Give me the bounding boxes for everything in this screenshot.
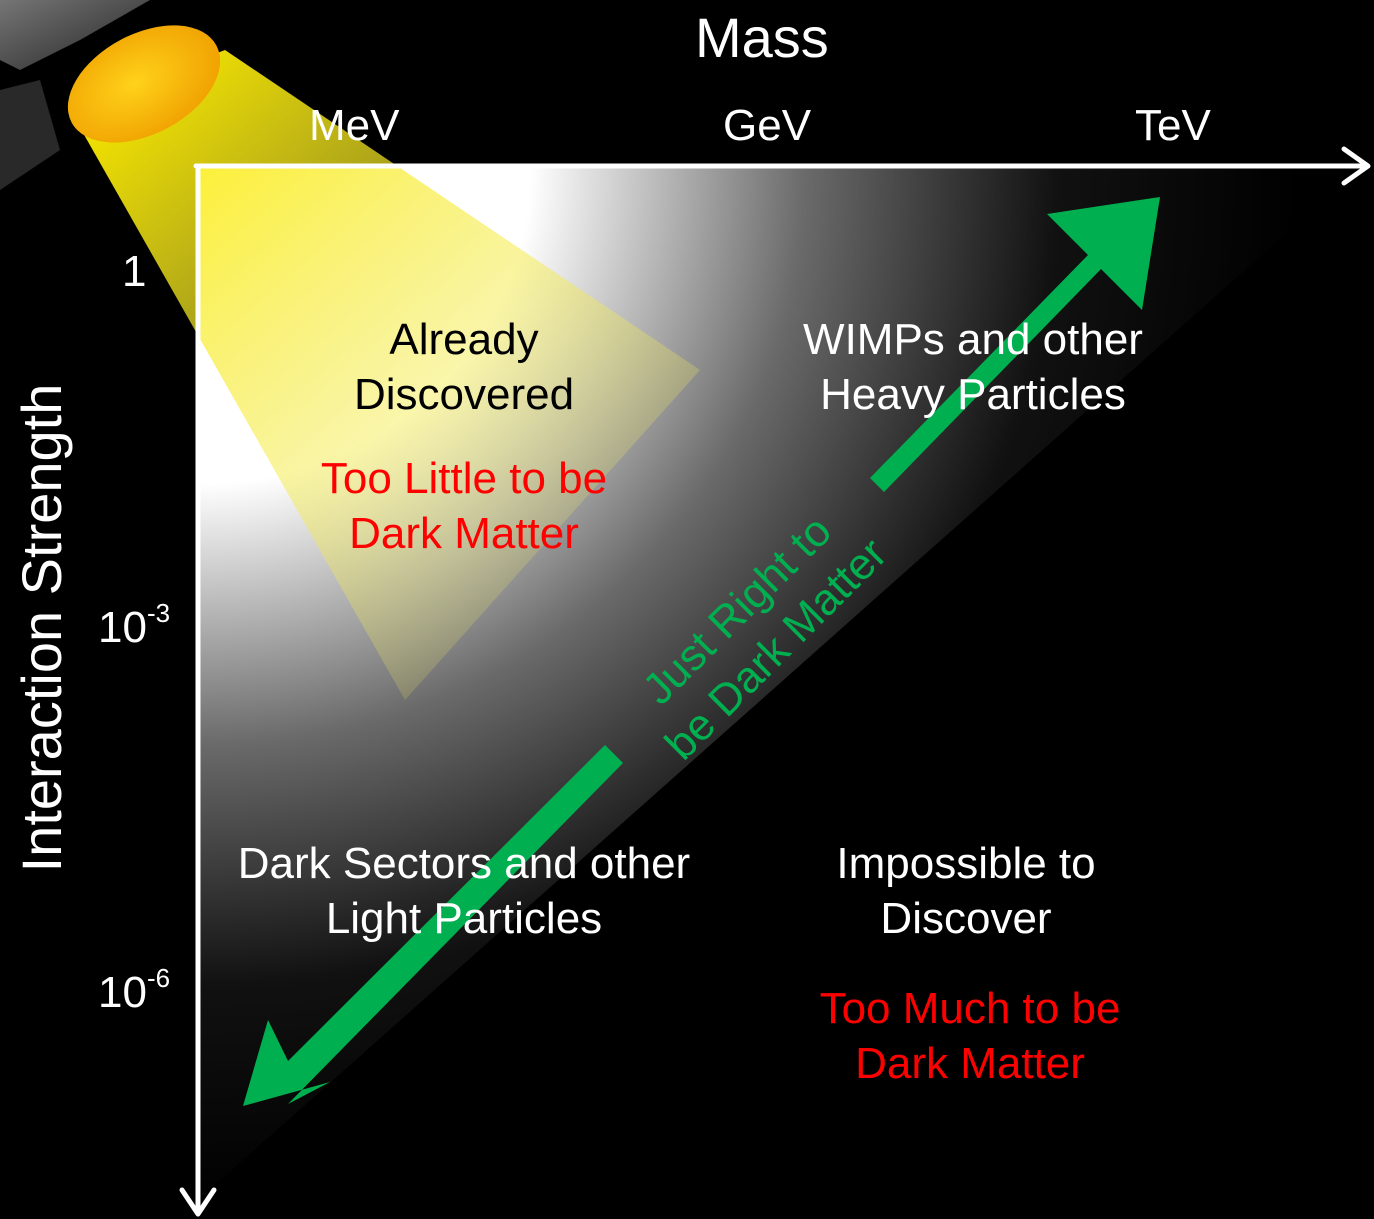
y-tick-1e-6-exponent: -6 bbox=[146, 963, 171, 993]
y-tick-1e-3: 10-3 bbox=[98, 600, 170, 650]
region-too-much-line-1: Too Much to be bbox=[819, 984, 1121, 1033]
x-tick-gev: GeV bbox=[723, 101, 812, 150]
region-too-little: Too Little to be Dark Matter bbox=[254, 452, 674, 561]
region-already-discovered-line-2: Discovered bbox=[353, 369, 575, 419]
region-already-discovered-line-1: Already bbox=[389, 315, 539, 364]
x-tick-mev: MeV bbox=[309, 101, 400, 150]
spotlight-icon bbox=[0, 0, 700, 700]
spotlight-beam bbox=[70, 50, 700, 700]
y-axis-title: Interaction Strength bbox=[10, 383, 73, 873]
y-tick-1e-6-base: 10 bbox=[98, 968, 147, 1017]
y-tick-1-base: 1 bbox=[122, 247, 147, 296]
region-too-much-line-2: Dark Matter bbox=[855, 1038, 1085, 1088]
region-dark-sectors-line-2: Light Particles bbox=[325, 893, 603, 943]
arrow-lower-segment bbox=[243, 745, 623, 1106]
y-tick-1: 1 bbox=[122, 250, 146, 294]
x-tick-tev: TeV bbox=[1135, 101, 1211, 150]
arrow-upper-segment bbox=[868, 197, 1160, 492]
region-wimps-line-2: Heavy Particles bbox=[820, 369, 1126, 419]
region-impossible-line-1: Impossible to bbox=[836, 839, 1096, 888]
region-impossible-line-2: Discover bbox=[880, 893, 1052, 943]
region-wimps-line-1: WIMPs and other bbox=[803, 315, 1143, 364]
region-dark-sectors-line-1: Dark Sectors and other bbox=[237, 839, 691, 888]
y-axis bbox=[179, 163, 217, 1217]
region-impossible: Impossible to Discover bbox=[776, 837, 1156, 946]
x-axis-arrowhead-icon bbox=[1341, 146, 1371, 186]
y-tick-1e-6: 10-6 bbox=[98, 965, 170, 1015]
region-already-discovered: Already Discovered bbox=[264, 313, 664, 422]
region-too-little-line-1: Too Little to be bbox=[320, 454, 608, 503]
region-too-little-line-2: Dark Matter bbox=[349, 508, 579, 558]
y-tick-1e-3-exponent: -3 bbox=[146, 598, 171, 628]
y-tick-1e-3-base: 10 bbox=[98, 603, 147, 652]
region-dark-sectors: Dark Sectors and other Light Particles bbox=[204, 837, 724, 946]
x-axis bbox=[193, 146, 1371, 186]
x-axis-title: Mass bbox=[695, 6, 829, 69]
region-too-much: Too Much to be Dark Matter bbox=[770, 982, 1170, 1091]
region-wimps: WIMPs and other Heavy Particles bbox=[763, 313, 1183, 422]
y-axis-arrowhead-icon bbox=[179, 1187, 217, 1217]
